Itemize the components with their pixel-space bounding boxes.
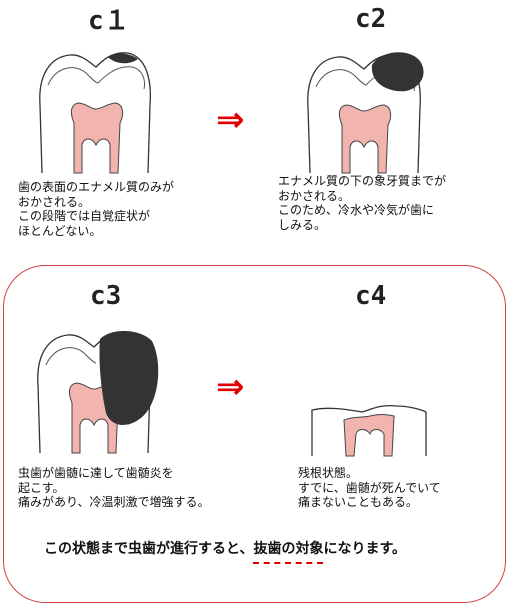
tooth-c4-pulp <box>343 414 395 457</box>
stage-c1-line-2: おかされる。 <box>18 194 91 209</box>
tooth-c1-pulp <box>70 102 124 174</box>
tooth-c2-pulp <box>338 104 392 174</box>
stage-c1-line-3: この段階では自覚症状が <box>18 209 151 223</box>
summary-after: になります。 <box>323 541 407 557</box>
stage-c2-line-4: しみる。 <box>278 217 327 232</box>
tooth-c1-enamel-line <box>47 66 145 90</box>
tooth-c3-decay <box>99 330 159 425</box>
stage-c3-line-1: 虫歯が歯髄に達して歯髄炎を <box>18 466 174 480</box>
stage-label-c1: c１ <box>88 6 130 36</box>
extraction-stage-frame <box>3 265 506 603</box>
tooth-c2-illustration <box>307 52 424 174</box>
tooth-c1-illustration <box>39 52 152 174</box>
stage-c1-description: 歯の表面のエナメル質のみが おかされる。 この段階では自覚症状が ほとんどない。 <box>18 180 174 238</box>
stage-c3-line-3: 痛みがあり、冷温刺激で増強する。 <box>18 495 210 509</box>
stage-c1-line-1: 歯の表面のエナメル質のみが <box>18 180 175 194</box>
summary-emphasis: 抜歯の対象 <box>253 541 324 557</box>
tooth-c4-outline <box>311 404 427 456</box>
stage-label-c3: c3 <box>90 281 122 311</box>
stage-c4-line-1: 残根状態。 <box>298 466 359 480</box>
stage-c3-line-2: 起こす。 <box>18 480 65 495</box>
arrow-c3-to-c4: ⇒ <box>216 367 245 407</box>
tooth-c2-decay <box>371 52 424 92</box>
stage-c4-line-3: 痛まないこともある。 <box>298 495 419 509</box>
summary-before: この状態まで虫歯が進行すると、 <box>44 541 254 557</box>
tooth-c3-illustration <box>37 330 159 454</box>
stage-c3-description: 虫歯が歯髄に達して歯髄炎を 起こす。 痛みがあり、冷温刺激で増強する。 <box>18 466 210 510</box>
arrow-c1-to-c2: ⇒ <box>216 100 245 140</box>
stage-c4-description: 残根状態。 すでに、歯髄が死んでいて 痛まないこともある。 <box>298 466 441 510</box>
stage-label-c4: c4 <box>355 281 387 311</box>
tooth-c1-outline <box>39 52 152 174</box>
stage-label-c2: c2 <box>355 4 387 34</box>
stage-c2-description: エナメル質の下の象牙質までが おかされる。 このため、冷水や冷気が歯に しみる。 <box>278 174 446 232</box>
stage-c2-line-1: エナメル質の下の象牙質までが <box>278 174 447 188</box>
summary-note: この状態まで虫歯が進行すると、抜歯の対象になります。 <box>44 538 406 558</box>
tooth-c3-enamel-line <box>45 347 97 366</box>
tooth-c4-illustration <box>311 404 427 457</box>
stage-c2-line-2: おかされる。 <box>278 188 351 203</box>
stage-c2-line-3: このため、冷水や冷気が歯に <box>278 203 435 217</box>
tooth-c1-decay <box>108 53 138 64</box>
stage-c4-line-2: すでに、歯髄が死んでいて <box>298 480 441 495</box>
stage-c1-line-4: ほとんどない。 <box>18 223 102 238</box>
